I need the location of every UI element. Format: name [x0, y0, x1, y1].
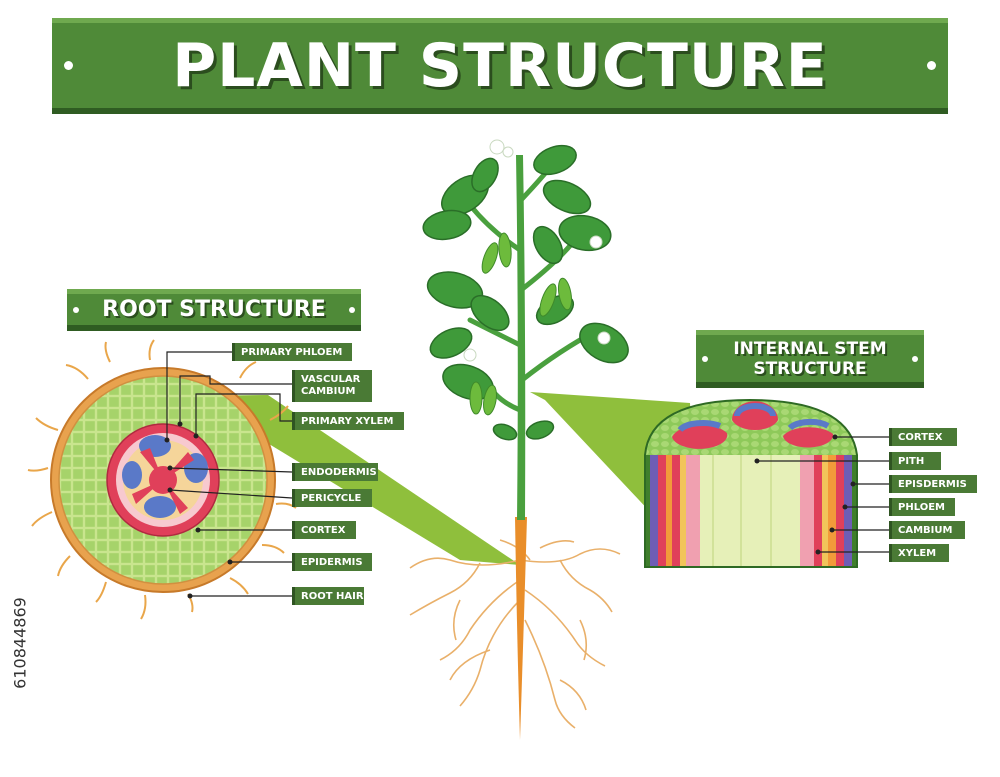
label-root-hair: ROOT HAIR [292, 587, 364, 605]
label-xylem: XYLEM [889, 544, 949, 562]
root-leader-dots [164, 421, 233, 599]
plant-illustration [409, 139, 629, 740]
root-cross-section [27, 339, 297, 620]
main-stem [516, 155, 526, 520]
label-pericycle: PERICYCLE [292, 489, 372, 507]
label-cortex: CORTEX [292, 521, 356, 539]
label-episdermis: EPISDERMIS [889, 475, 977, 493]
label-stem-cortex: CORTEX [889, 428, 957, 446]
banner-hole [702, 355, 708, 362]
root-structure-title: ROOT STRUCTURE [102, 297, 326, 322]
banner-hole [927, 60, 936, 70]
taproot [515, 517, 527, 740]
stock-id-text: 610844869 [10, 597, 30, 689]
stem-structure-banner: INTERNAL STEM STRUCTURE [696, 330, 924, 388]
banner-hole [912, 355, 918, 362]
vascular-bundles [672, 401, 834, 449]
label-endodermis: ENDODERMIS [292, 463, 378, 481]
label-epidermis: EPIDERMIS [292, 553, 372, 571]
stem-leader-lines [757, 436, 889, 553]
label-primary-phloem: PRIMARY PHLOEM [232, 343, 352, 361]
stem-cross-section [644, 398, 858, 568]
stem-leader-dots [754, 434, 856, 555]
stock-id-watermark: 610844869 [8, 538, 32, 748]
fine-roots [409, 539, 621, 729]
flowers [463, 139, 611, 362]
label-phloem: PHLOEM [889, 498, 955, 516]
title-banner: PLANT STRUCTURE [52, 18, 948, 114]
banner-hole [64, 60, 73, 70]
page-title: PLANT STRUCTURE [172, 30, 828, 101]
label-primary-xylem: PRIMARY XYLEM [292, 412, 404, 430]
label-vascular-cambium: VASCULAR CAMBIUM [292, 370, 372, 402]
pea-pods [469, 232, 573, 416]
banner-hole [349, 306, 355, 313]
label-pith: PITH [889, 452, 941, 470]
banner-hole [73, 306, 79, 313]
root-structure-banner: ROOT STRUCTURE [67, 289, 361, 331]
label-cambium: CAMBIUM [889, 521, 965, 539]
stem-structure-title: INTERNAL STEM STRUCTURE [733, 338, 887, 379]
root-leader-lines [166, 351, 293, 597]
